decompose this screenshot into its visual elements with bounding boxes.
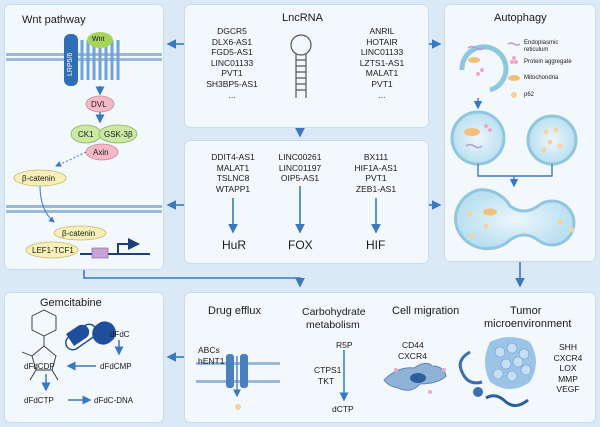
dfdcmp-label: dFdCMP: [100, 362, 132, 371]
frizzled-receptor: [80, 40, 120, 80]
pill-icon: [92, 321, 116, 345]
gsk-node: [98, 124, 138, 144]
lrp-receptor: [64, 34, 78, 86]
carb-title-2: metabolism: [306, 319, 360, 331]
autophagosome: [450, 110, 506, 166]
axin-label: Axin: [93, 148, 109, 157]
legend-p62: p62: [524, 92, 535, 98]
dashed-arrow: [55, 151, 87, 167]
legend-er: Endoplasmic reticulum: [524, 40, 559, 53]
lncrna-title: LncRNA: [282, 12, 323, 24]
efflux-abcs: ABCs: [198, 345, 220, 355]
ctps1-label: CTPS1: [314, 365, 342, 375]
bcat-cyto-label: β-catenin: [22, 174, 56, 183]
dfdc-label: dFdC: [110, 330, 130, 339]
tkt-label: TKT: [318, 376, 335, 386]
legend-mito: Mitochondria: [524, 75, 559, 81]
dctp-label: dCTP: [332, 404, 354, 414]
autolysosome: [454, 188, 576, 251]
cell-title: Cell migration: [392, 305, 460, 317]
carb-title-1: Carbohydrate: [302, 306, 366, 318]
efflux-title: Drug efflux: [208, 305, 261, 317]
fox-label: FOX: [288, 238, 313, 252]
lef-node: [25, 241, 79, 259]
hur-label: HuR: [222, 238, 247, 252]
tumor-title-2: microenvironment: [484, 318, 572, 330]
cargo-top: [467, 45, 485, 76]
hif-label: HIF: [366, 238, 386, 252]
r5p-label: R5P: [336, 340, 353, 350]
cxcr4-label: CXCR4: [398, 351, 427, 361]
wnt-ligand-label: Wnt: [92, 36, 105, 43]
lrp-label: LRP5/6: [67, 52, 74, 76]
gemcitabine-molecule: [21, 309, 59, 381]
tumor-title-1: Tumor: [510, 305, 542, 317]
membrane-top: [6, 53, 162, 61]
bcat-nucleus: [53, 225, 107, 241]
efflux-hent1: hENT1: [198, 356, 225, 366]
autophagy-title: Autophagy: [494, 12, 547, 24]
rna-hairpin: [290, 34, 312, 98]
dfdcdp-label: dFdCDP: [24, 362, 55, 371]
cd44-label: CD44: [402, 340, 424, 350]
wnt-title: Wnt pathway: [22, 14, 86, 26]
lef-label: LEF1-TCF1: [32, 246, 74, 255]
lysosome: [526, 114, 578, 166]
wnt-ligand: [87, 32, 113, 48]
regulators-panel: [184, 140, 429, 264]
dfdc-dna-label: dFdC-DNA: [94, 396, 134, 405]
phagophore: [459, 44, 509, 93]
membrane-nucleus: [6, 205, 162, 213]
dvl-label: DVL: [91, 100, 107, 109]
gemcitabine-title: Gemcitabine: [40, 297, 102, 309]
gene-box: [91, 247, 109, 259]
autophagy-legend-icons: [507, 42, 521, 98]
tumor-cluster: [458, 337, 536, 407]
ck1-label: CK1: [78, 130, 94, 139]
gsk-label: GSK-3β: [104, 130, 133, 139]
dfdctp-label: dFdCTP: [24, 396, 54, 405]
bcat-nuc-label: β-catenin: [62, 229, 96, 238]
transporter-icon: [196, 354, 280, 410]
legend-protein: Protein aggregate: [524, 59, 572, 65]
